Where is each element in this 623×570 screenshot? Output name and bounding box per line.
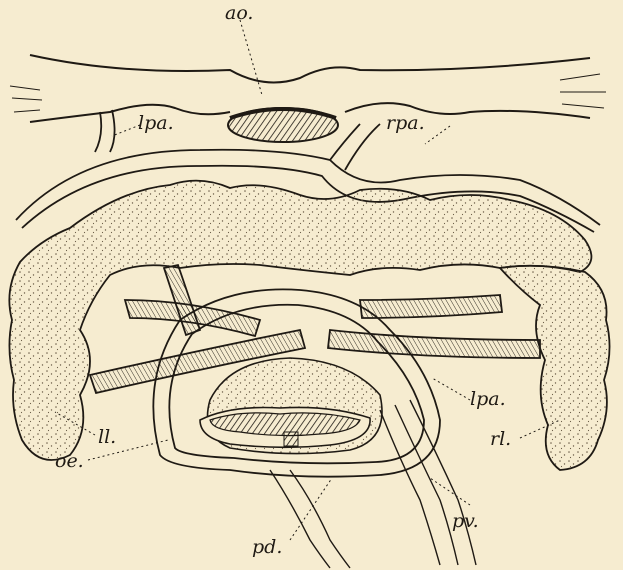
aorta-section [228, 108, 338, 142]
leader-lines [55, 20, 560, 540]
label-right-pulmonary-artery: rpa. [386, 114, 425, 133]
label-left-pulmonary-artery: lpa. [138, 114, 174, 133]
label-pulmonary-duct: pd. [252, 538, 282, 557]
label-aorta: ao. [225, 4, 253, 23]
label-pulmonary-vein: pv. [452, 512, 479, 531]
label-left-lung: ll. [98, 428, 116, 447]
right-lung [500, 266, 610, 470]
label-left-pulmonary-artery-lower: lpa. [470, 390, 506, 409]
label-right-lung: rl. [490, 430, 511, 449]
heart-section [200, 358, 382, 454]
label-oesophagus: oe. [55, 452, 84, 471]
